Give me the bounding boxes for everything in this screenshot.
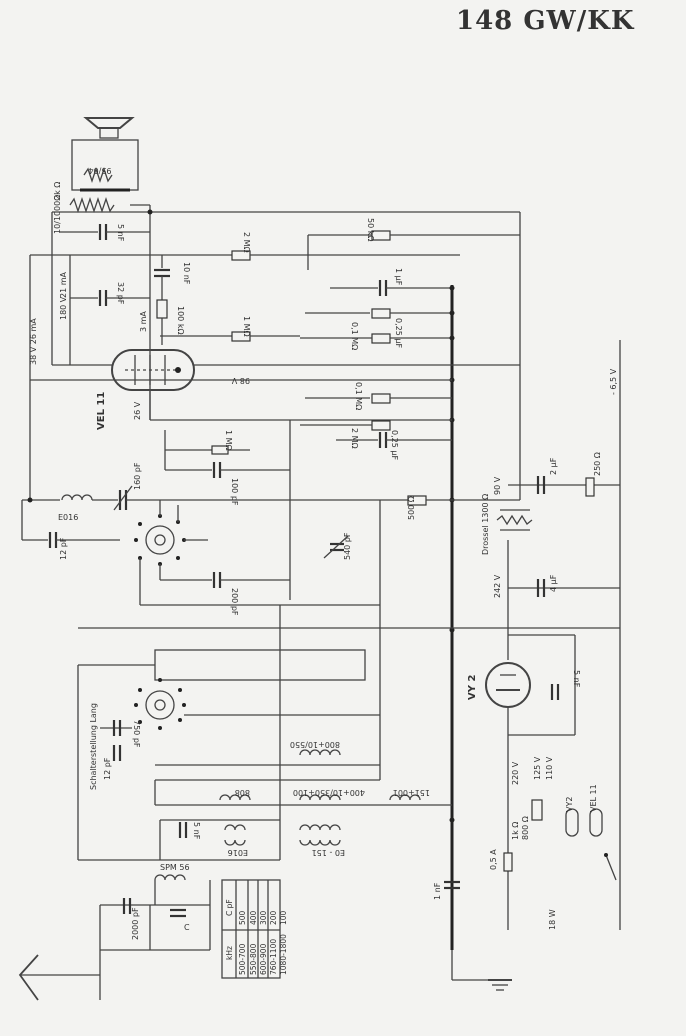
svg-text:400+10/350+100: 400+10/350+100 — [293, 788, 365, 797]
band-table: kHz C pF 500-700 500 550-800 400 600-900… — [221, 879, 288, 979]
svg-text:100: 100 — [279, 910, 288, 925]
svg-text:250 Ω: 250 Ω — [593, 452, 602, 476]
svg-text:E0 - 151: E0 - 151 — [312, 848, 345, 857]
svg-text:12 pF: 12 pF — [59, 537, 68, 560]
svg-text:2k Ω: 2k Ω — [53, 182, 62, 200]
svg-text:E016: E016 — [228, 848, 248, 857]
svg-text:12 pF: 12 pF — [103, 757, 112, 780]
svg-text:0,25 µF: 0,25 µF — [394, 318, 403, 348]
svg-text:95/04: 95/04 — [88, 166, 111, 175]
svg-text:0,1 MΩ: 0,1 MΩ — [354, 382, 363, 410]
tube-vy2-label: VY 2 — [467, 675, 478, 700]
wave-switch-icon — [134, 514, 186, 566]
svg-text:600-900: 600-900 — [259, 943, 268, 975]
svg-text:180 V: 180 V — [59, 296, 68, 320]
svg-text:10 nF: 10 nF — [182, 262, 191, 285]
svg-text:100 kΩ: 100 kΩ — [176, 306, 185, 335]
svg-text:540 pF: 540 pF — [343, 532, 352, 560]
tube-vel11-icon — [111, 349, 195, 391]
svg-text:5 nF: 5 nF — [192, 822, 201, 840]
speaker-icon — [83, 117, 135, 139]
svg-text:- 6,5 V: - 6,5 V — [609, 368, 618, 395]
svg-text:SPM 56: SPM 56 — [160, 863, 190, 872]
tube-vel11-label: VEL 11 — [96, 392, 107, 430]
svg-text:2 MΩ: 2 MΩ — [350, 428, 359, 449]
svg-text:2 µF: 2 µF — [549, 457, 558, 475]
svg-text:10/1000Ω: 10/1000Ω — [53, 195, 62, 234]
svg-text:750 pF: 750 pF — [132, 720, 141, 748]
svg-text:90 V: 90 V — [493, 476, 502, 495]
svg-text:50 kΩ: 50 kΩ — [366, 218, 375, 241]
svg-text:Drossel 1300 Ω: Drossel 1300 Ω — [481, 494, 490, 555]
svg-text:Schalterstellung Lang: Schalterstellung Lang — [89, 703, 98, 790]
svg-text:1 MΩ: 1 MΩ — [242, 316, 251, 337]
svg-text:220 V: 220 V — [511, 761, 520, 785]
svg-text:0,5 A: 0,5 A — [489, 849, 498, 870]
svg-text:200 pF: 200 pF — [230, 588, 239, 616]
svg-text:151+001: 151+001 — [393, 788, 430, 797]
svg-text:0,1 MΩ: 0,1 MΩ — [350, 322, 359, 350]
svg-text:2000 pF: 2000 pF — [131, 907, 140, 940]
svg-text:26 V: 26 V — [133, 401, 142, 420]
svg-text:38 V 26 mA: 38 V 26 mA — [29, 318, 38, 365]
svg-text:400: 400 — [249, 910, 258, 925]
svg-text:200: 200 — [269, 910, 278, 925]
svg-text:21 mA: 21 mA — [59, 271, 68, 298]
svg-text:1 µF: 1 µF — [394, 268, 403, 286]
svg-text:500 Ω: 500 Ω — [407, 496, 416, 520]
svg-text:18 W: 18 W — [548, 909, 557, 930]
svg-text:C pF: C pF — [225, 899, 234, 916]
page-title: 148 GW/KK — [456, 6, 635, 36]
svg-text:800+10/550: 800+10/550 — [290, 740, 340, 749]
svg-text:242 V: 242 V — [493, 574, 502, 598]
svg-text:3 mA: 3 mA — [139, 311, 148, 332]
svg-text:160 pF: 160 pF — [133, 462, 142, 490]
svg-text:500-700: 500-700 — [238, 943, 247, 975]
svg-text:808: 808 — [235, 788, 250, 797]
svg-text:kHz: kHz — [225, 946, 234, 960]
svg-text:1k Ω: 1k Ω — [511, 822, 520, 840]
antenna-arrow-icon — [18, 954, 100, 1001]
svg-text:1 nF: 1 nF — [433, 882, 442, 900]
svg-text:760-1100: 760-1100 — [269, 939, 278, 975]
tube-vy2-icon — [485, 662, 531, 708]
svg-text:VY2: VY2 — [565, 797, 574, 812]
band-switch-icon — [134, 678, 186, 730]
svg-text:5 nF: 5 nF — [572, 670, 581, 688]
svg-text:300: 300 — [259, 910, 268, 925]
svg-text:5 nF: 5 nF — [116, 224, 125, 242]
svg-text:4 µF: 4 µF — [549, 574, 558, 592]
svg-text:125 V: 125 V — [533, 756, 542, 780]
svg-text:2 MΩ: 2 MΩ — [242, 232, 251, 253]
svg-text:E016: E016 — [58, 513, 78, 522]
svg-text:1080-1800: 1080-1800 — [279, 934, 288, 975]
ground-icon — [488, 979, 512, 991]
svg-text:VEL 11: VEL 11 — [589, 784, 598, 812]
svg-text:1 MΩ: 1 MΩ — [224, 430, 233, 451]
svg-text:500: 500 — [238, 910, 247, 925]
svg-text:100 pF: 100 pF — [230, 478, 239, 506]
svg-text:C: C — [184, 923, 190, 932]
svg-text:32 pF: 32 pF — [116, 282, 125, 305]
svg-text:110 V: 110 V — [545, 756, 554, 780]
svg-text:0,25 µF: 0,25 µF — [390, 430, 399, 460]
svg-text:800 Ω: 800 Ω — [521, 816, 530, 840]
svg-text:550-800: 550-800 — [249, 943, 258, 975]
